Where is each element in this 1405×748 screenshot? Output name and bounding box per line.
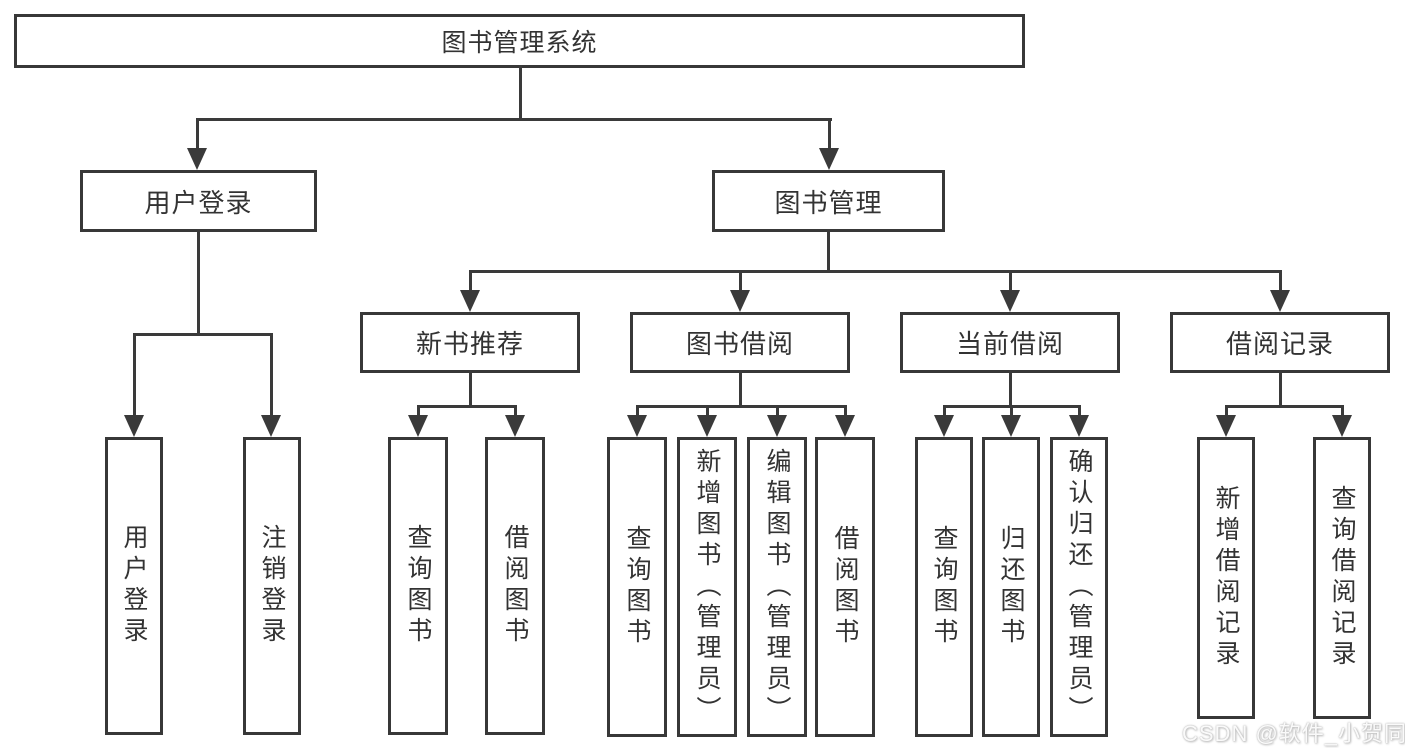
arrow-down-icon: [835, 415, 855, 437]
leaf-query-books-current: 查询图书: [915, 437, 973, 737]
node-borrow-records: 借阅记录: [1170, 312, 1390, 373]
connector-line: [706, 405, 709, 417]
connector-line: [196, 118, 832, 121]
leaf-borrow-books: 借阅图书: [815, 437, 875, 737]
connector-line: [417, 405, 420, 417]
leaf-return-books: 归还图书: [982, 437, 1040, 737]
connector-line: [776, 405, 779, 417]
connector-line: [1078, 405, 1081, 417]
arrow-down-icon: [767, 415, 787, 437]
connector-line: [1009, 370, 1012, 408]
connector-line: [417, 405, 517, 408]
arrow-down-icon: [627, 415, 647, 437]
connector-line: [196, 118, 199, 150]
leaf-query-borrow-record: 查询借阅记录: [1313, 437, 1371, 719]
arrow-down-icon: [1001, 415, 1021, 437]
node-current-borrow: 当前借阅: [900, 312, 1120, 373]
leaf-add-borrow-record: 新增借阅记录: [1197, 437, 1255, 719]
leaf-user-login: 用户登录: [105, 437, 163, 735]
arrow-down-icon: [697, 415, 717, 437]
connector-line: [469, 270, 472, 292]
node-new-book-recommend: 新书推荐: [360, 312, 580, 373]
arrow-down-icon: [730, 290, 750, 312]
connector-line: [828, 118, 831, 150]
connector-line: [943, 405, 946, 417]
connector-line: [133, 333, 136, 417]
node-user-login: 用户登录: [80, 170, 317, 232]
arrow-down-icon: [1332, 415, 1352, 437]
arrow-down-icon: [261, 415, 281, 437]
connector-line: [739, 370, 742, 408]
connector-line: [1279, 270, 1282, 292]
connector-line: [1341, 405, 1344, 417]
connector-line: [514, 405, 517, 417]
arrow-down-icon: [505, 415, 525, 437]
connector-line: [469, 370, 472, 408]
connector-line: [270, 333, 273, 417]
connector-line: [1009, 270, 1012, 292]
arrow-down-icon: [408, 415, 428, 437]
leaf-confirm-return-admin: 确认归还（管理员）: [1050, 437, 1108, 737]
connector-line: [844, 405, 847, 417]
arrow-down-icon: [187, 148, 207, 170]
arrow-down-icon: [1270, 290, 1290, 312]
arrow-down-icon: [1069, 415, 1089, 437]
connector-line: [1279, 370, 1282, 408]
connector-line: [827, 229, 830, 273]
leaf-query-books-recommend: 查询图书: [388, 437, 448, 735]
leaf-edit-books-admin: 编辑图书（管理员）: [747, 437, 807, 737]
arrow-down-icon: [934, 415, 954, 437]
connector-line: [133, 333, 273, 336]
arrow-down-icon: [819, 148, 839, 170]
connector-line: [739, 270, 742, 292]
leaf-logout: 注销登录: [243, 437, 301, 735]
node-library-system: 图书管理系统: [14, 14, 1025, 68]
arrow-down-icon: [1216, 415, 1236, 437]
leaf-add-books-admin: 新增图书（管理员）: [677, 437, 737, 737]
arrow-down-icon: [1000, 290, 1020, 312]
connector-line: [636, 405, 846, 408]
connector-line: [1225, 405, 1228, 417]
connector-line: [1225, 405, 1343, 408]
arrow-down-icon: [460, 290, 480, 312]
leaf-borrow-books-recommend: 借阅图书: [485, 437, 545, 735]
csdn-watermark: CSDN @软件_小贺同学: [1182, 721, 1405, 746]
node-book-borrow: 图书借阅: [630, 312, 850, 373]
connector-line: [636, 405, 639, 417]
connector-line: [469, 270, 1282, 273]
arrow-down-icon: [124, 415, 144, 437]
connector-line: [197, 229, 200, 335]
connector-line: [519, 65, 522, 120]
leaf-query-books-borrow: 查询图书: [607, 437, 667, 737]
node-book-management: 图书管理: [712, 170, 945, 232]
connector-line: [1010, 405, 1013, 417]
